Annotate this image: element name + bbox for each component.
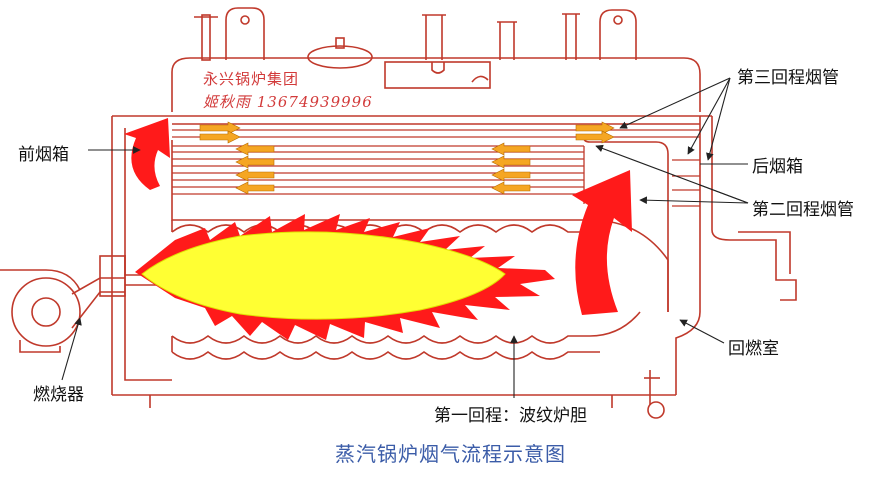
top-fittings — [194, 7, 637, 89]
label-second-pass-tubes: 第二回程烟管 — [752, 200, 854, 220]
label-first-pass-furnace: 第一回程：波纹炉胆 — [434, 406, 587, 426]
label-rear-smoke-box: 后烟箱 — [752, 157, 803, 177]
label-third-pass-tubes: 第三回程烟管 — [737, 68, 839, 88]
burner-unit — [0, 255, 126, 353]
flame-core — [141, 231, 506, 320]
label-burner: 燃烧器 — [33, 385, 84, 405]
arrow-front-up — [124, 118, 170, 190]
leader-lines — [61, 77, 749, 398]
flow-arrows — [124, 118, 632, 315]
label-return-chamber: 回燃室 — [728, 339, 779, 359]
second-pass-arrows — [235, 142, 531, 195]
corrugated-furnace — [171, 220, 641, 360]
bottom-fittings — [149, 370, 665, 419]
arrow-return-up — [572, 170, 632, 315]
label-front-smoke-box: 前烟箱 — [18, 145, 69, 165]
third-pass-arrows — [199, 121, 615, 144]
diagram-caption: 蒸汽锅炉烟气流程示意图 — [335, 442, 566, 466]
flame — [135, 214, 555, 340]
brand-company: 永兴锅炉集团 — [203, 70, 300, 88]
brand-contact: 姬秋雨 13674939996 — [203, 93, 373, 111]
